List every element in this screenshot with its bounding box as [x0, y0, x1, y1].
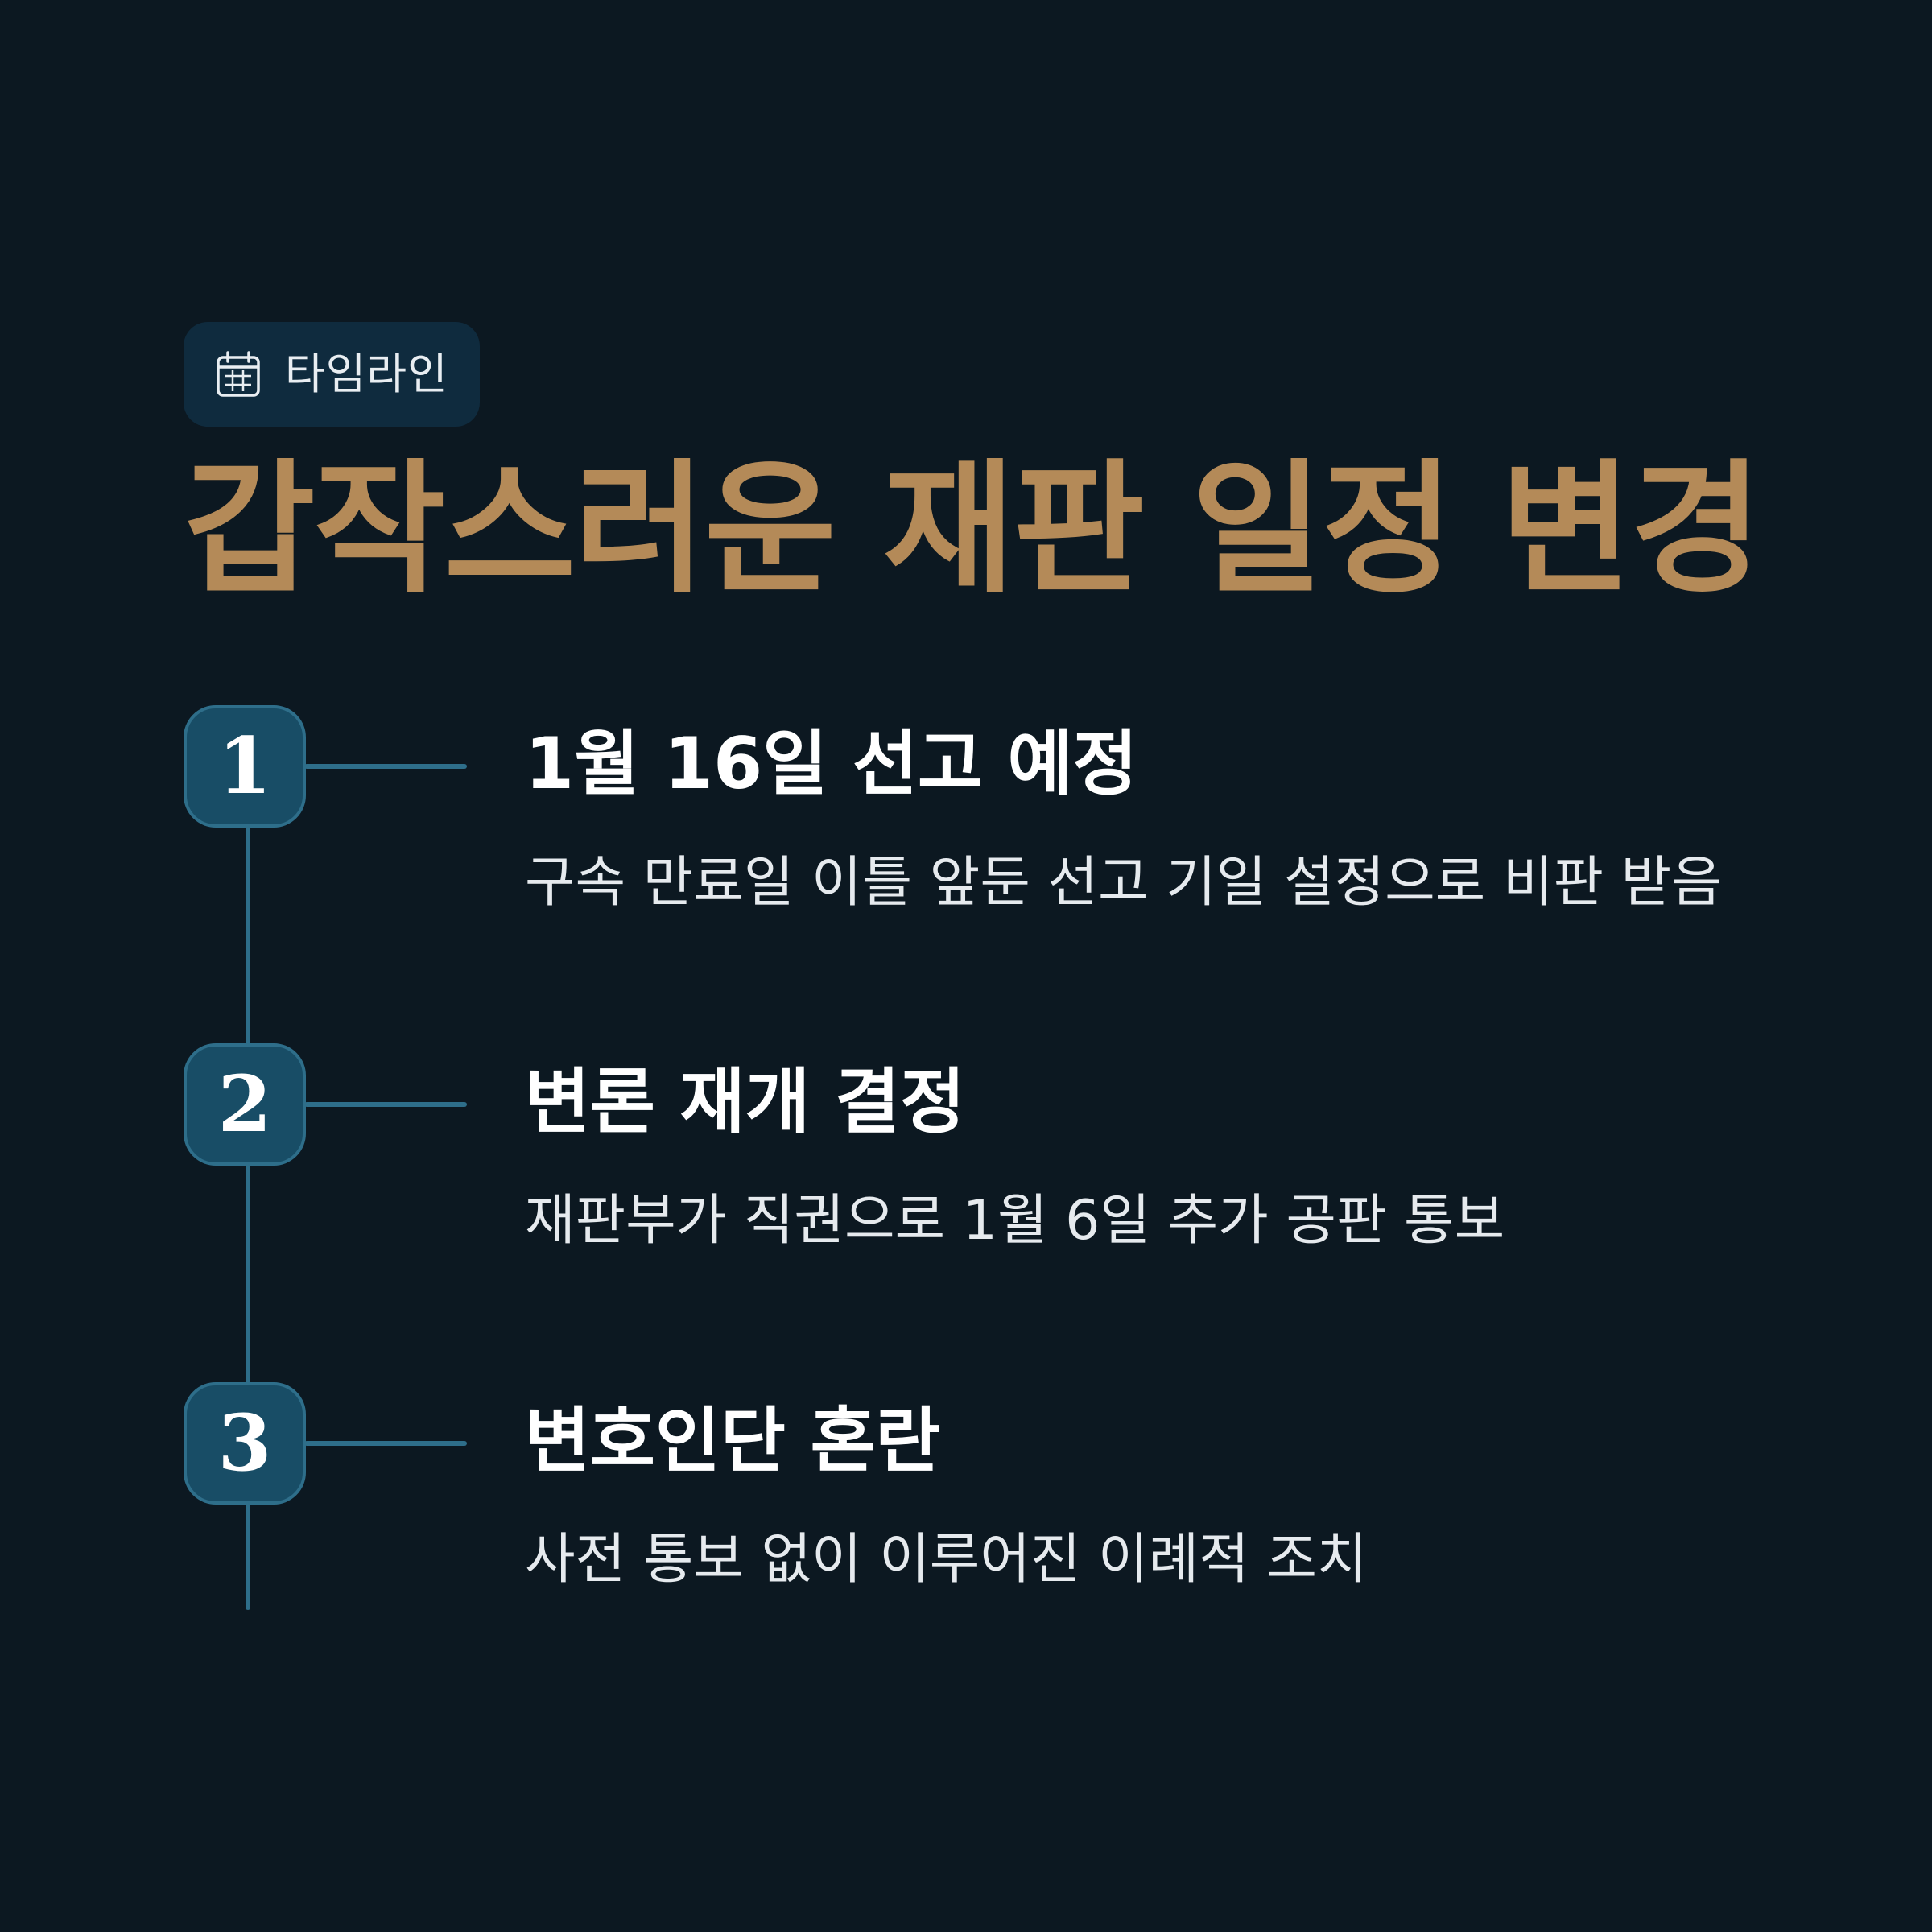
step-description: 구속 만료일 이틀 앞둔 선고 기일 설정으로 비판 받음: [525, 851, 1722, 914]
timeline-step-1: 1 1월 16일 선고 예정 구속 만료일 이틀 앞둔 선고 기일 설정으로 비…: [184, 705, 1794, 1043]
timeline-step-3: 3 변호인단 혼란 사전 통보 없이 이루어진 이례적 조치: [184, 1382, 1794, 1720]
step-number-badge: 1: [184, 705, 306, 828]
step-number-badge: 2: [184, 1043, 306, 1166]
step-heading: 변론 재개 결정: [525, 1060, 966, 1143]
step-description: 재판부가 직권으로 1월 6일 추가 공판 통보: [525, 1189, 1505, 1253]
step-connector: [304, 1441, 467, 1446]
step-heading: 1월 16일 선고 예정: [525, 722, 1138, 805]
step-number-badge: 3: [184, 1382, 306, 1505]
calendar-icon: [216, 351, 261, 398]
timeline-step-2: 2 변론 재개 결정 재판부가 직권으로 1월 6일 추가 공판 통보: [184, 1043, 1794, 1381]
step-heading: 변호인단 혼란: [525, 1399, 941, 1482]
timeline-spine: [246, 821, 250, 1610]
step-connector: [304, 764, 467, 769]
step-connector: [304, 1102, 467, 1107]
step-description: 사전 통보 없이 이루어진 이례적 조치: [525, 1528, 1368, 1591]
timeline-badge: 타임라인: [184, 322, 480, 427]
page-title: 갑작스러운 재판 일정 변경: [184, 446, 1762, 613]
badge-label: 타임라인: [285, 349, 448, 399]
